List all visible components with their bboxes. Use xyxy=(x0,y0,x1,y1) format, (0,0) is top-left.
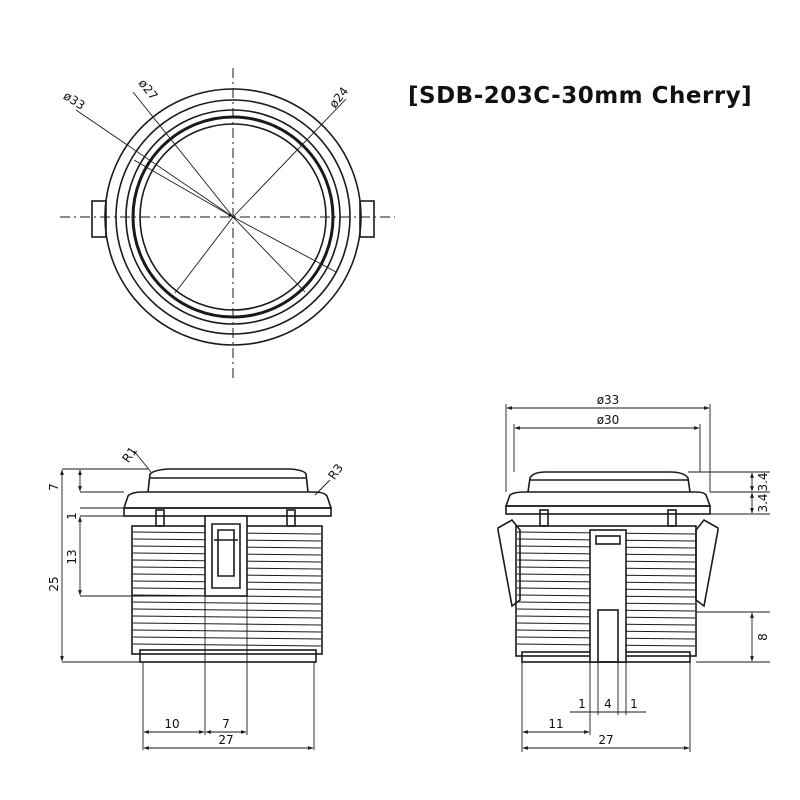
front-height-cap: 7 xyxy=(47,483,61,491)
side-height-cap: 3.4 xyxy=(756,472,770,491)
top-dim-mid: ø27 xyxy=(136,76,161,102)
front-height-step: 1 xyxy=(65,512,79,520)
side-gap-left: 1 xyxy=(578,697,586,711)
side-dia-cap: ø30 xyxy=(597,413,620,427)
front-height-total: 25 xyxy=(47,576,61,591)
top-dim-inner: ø24 xyxy=(326,84,351,110)
top-dim-outer: ø33 xyxy=(61,89,88,113)
side-gap-right: 1 xyxy=(630,697,638,711)
side-tab-width: 4 xyxy=(604,697,612,711)
side-view: ø33 ø30 3.4 3.4 8 11 1 4 1 27 xyxy=(497,393,770,752)
outer-ring xyxy=(104,88,362,346)
front-view: R1 R3 7 1 13 25 10 7 27 xyxy=(47,444,346,750)
drawing-title: [SDB-203C-30mm Cherry] xyxy=(408,83,753,109)
side-height-flange: 3.4 xyxy=(756,493,770,512)
front-height-thread: 13 xyxy=(65,549,79,564)
top-view: ø33 ø27 ø24 xyxy=(60,68,395,378)
side-width-left: 11 xyxy=(548,717,563,731)
side-height-tab: 8 xyxy=(756,633,770,641)
front-width-slot: 7 xyxy=(222,717,230,731)
front-width-left: 10 xyxy=(164,717,179,731)
front-radius-flange: R3 xyxy=(325,461,346,482)
front-radius-top: R1 xyxy=(119,444,140,465)
side-dia-flange: ø33 xyxy=(597,393,620,407)
front-width-total: 27 xyxy=(218,733,233,747)
side-width-total: 27 xyxy=(598,733,613,747)
cap-edge-ring xyxy=(131,115,335,319)
